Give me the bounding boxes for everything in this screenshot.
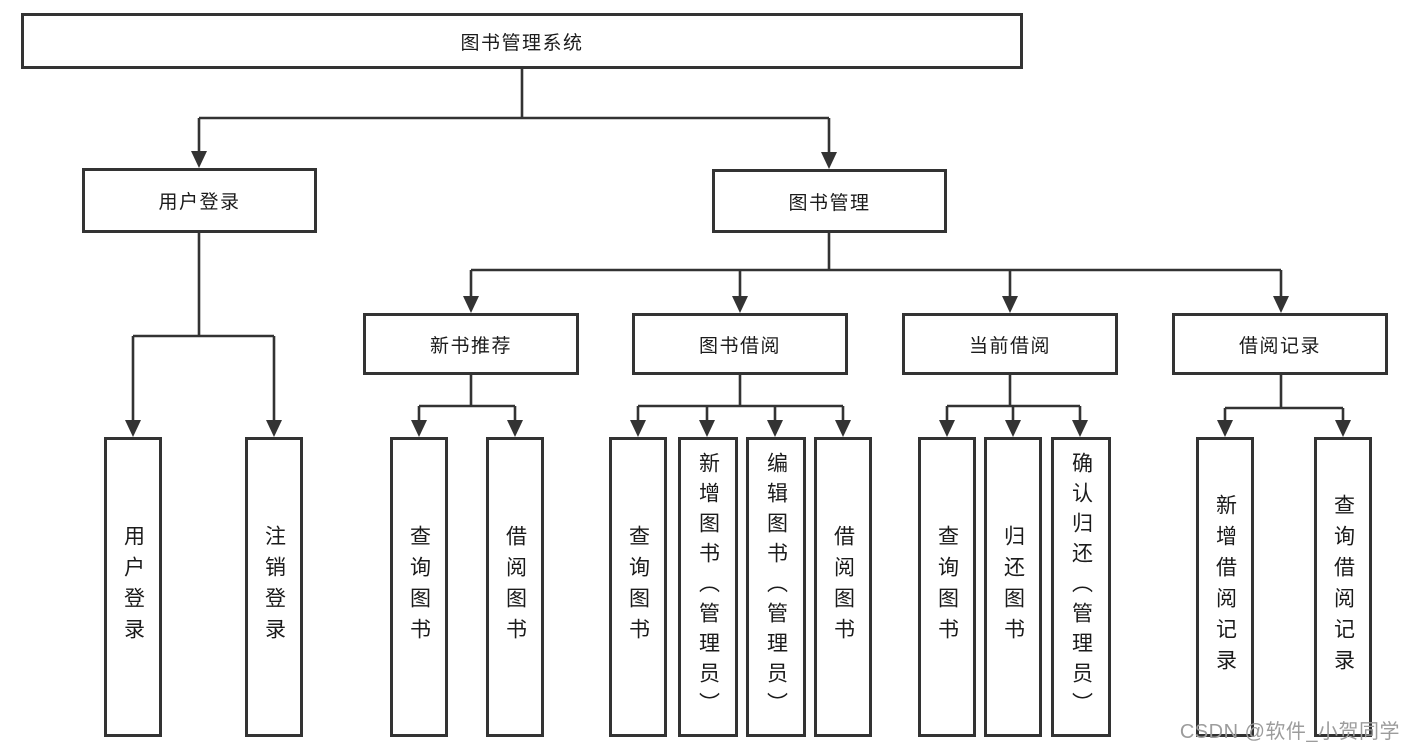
leaf-records-query-record: 查询借阅记录 — [1314, 437, 1372, 737]
node-user-login-label: 用户登录 — [158, 192, 241, 213]
leaf-borrow-add-books-admin: 新增图书（管理员） — [678, 437, 738, 737]
connector-lines — [131, 69, 1345, 422]
leaf-borrow-borrow-books-label: 借阅图书 — [831, 525, 855, 649]
node-new-book-recommendation-label: 新书推荐 — [429, 335, 512, 357]
leaf-borrow-add-books-admin-label: 新增图书（管理员） — [696, 452, 720, 722]
leaf-logout: 注销登录 — [245, 437, 303, 737]
leaf-current-confirm-return-admin-label: 确认归还（管理员） — [1069, 452, 1093, 722]
leaf-records-add-record: 新增借阅记录 — [1196, 437, 1254, 737]
leaf-borrow-edit-books-admin-label: 编辑图书（管理员） — [764, 452, 788, 722]
node-borrowing-records: 借阅记录 — [1172, 313, 1388, 375]
leaf-newbooks-borrow-books: 借阅图书 — [486, 437, 544, 737]
node-book-management-label: 图书管理 — [788, 192, 871, 214]
node-root-label: 图书管理系统 — [460, 32, 584, 54]
leaf-logout-label: 注销登录 — [262, 525, 286, 649]
leaf-current-confirm-return-admin: 确认归还（管理员） — [1051, 437, 1111, 737]
leaf-user-login-label: 用户登录 — [121, 525, 145, 649]
node-root: 图书管理系统 — [21, 13, 1023, 69]
leaf-records-add-record-label: 新增借阅记录 — [1213, 494, 1237, 680]
node-new-book-recommendation: 新书推荐 — [363, 313, 579, 375]
node-book-management: 图书管理 — [712, 169, 947, 233]
node-book-borrowing: 图书借阅 — [632, 313, 848, 375]
node-current-borrowing: 当前借阅 — [902, 313, 1118, 375]
leaf-borrow-query-books-label: 查询图书 — [626, 525, 650, 649]
leaf-current-query-books-label: 查询图书 — [935, 525, 959, 649]
leaf-borrow-borrow-books: 借阅图书 — [814, 437, 872, 737]
connector-arrowheads — [125, 151, 1351, 437]
leaf-newbooks-query-books: 查询图书 — [390, 437, 448, 737]
watermark: CSDN @软件_小贺同学 — [1179, 721, 1400, 743]
node-current-borrowing-label: 当前借阅 — [968, 335, 1051, 357]
leaf-current-return-books-label: 归还图书 — [1001, 525, 1025, 649]
leaf-current-return-books: 归还图书 — [984, 437, 1042, 737]
leaf-newbooks-borrow-books-label: 借阅图书 — [503, 525, 527, 649]
leaf-current-query-books: 查询图书 — [918, 437, 976, 737]
leaf-borrow-query-books: 查询图书 — [609, 437, 667, 737]
node-borrowing-records-label: 借阅记录 — [1238, 335, 1321, 357]
leaf-borrow-edit-books-admin: 编辑图书（管理员） — [746, 437, 806, 737]
node-book-borrowing-label: 图书借阅 — [698, 335, 781, 357]
node-user-login: 用户登录 — [82, 168, 317, 233]
leaf-newbooks-query-books-label: 查询图书 — [407, 525, 431, 649]
leaf-records-query-record-label: 查询借阅记录 — [1331, 494, 1355, 680]
leaf-user-login: 用户登录 — [104, 437, 162, 737]
